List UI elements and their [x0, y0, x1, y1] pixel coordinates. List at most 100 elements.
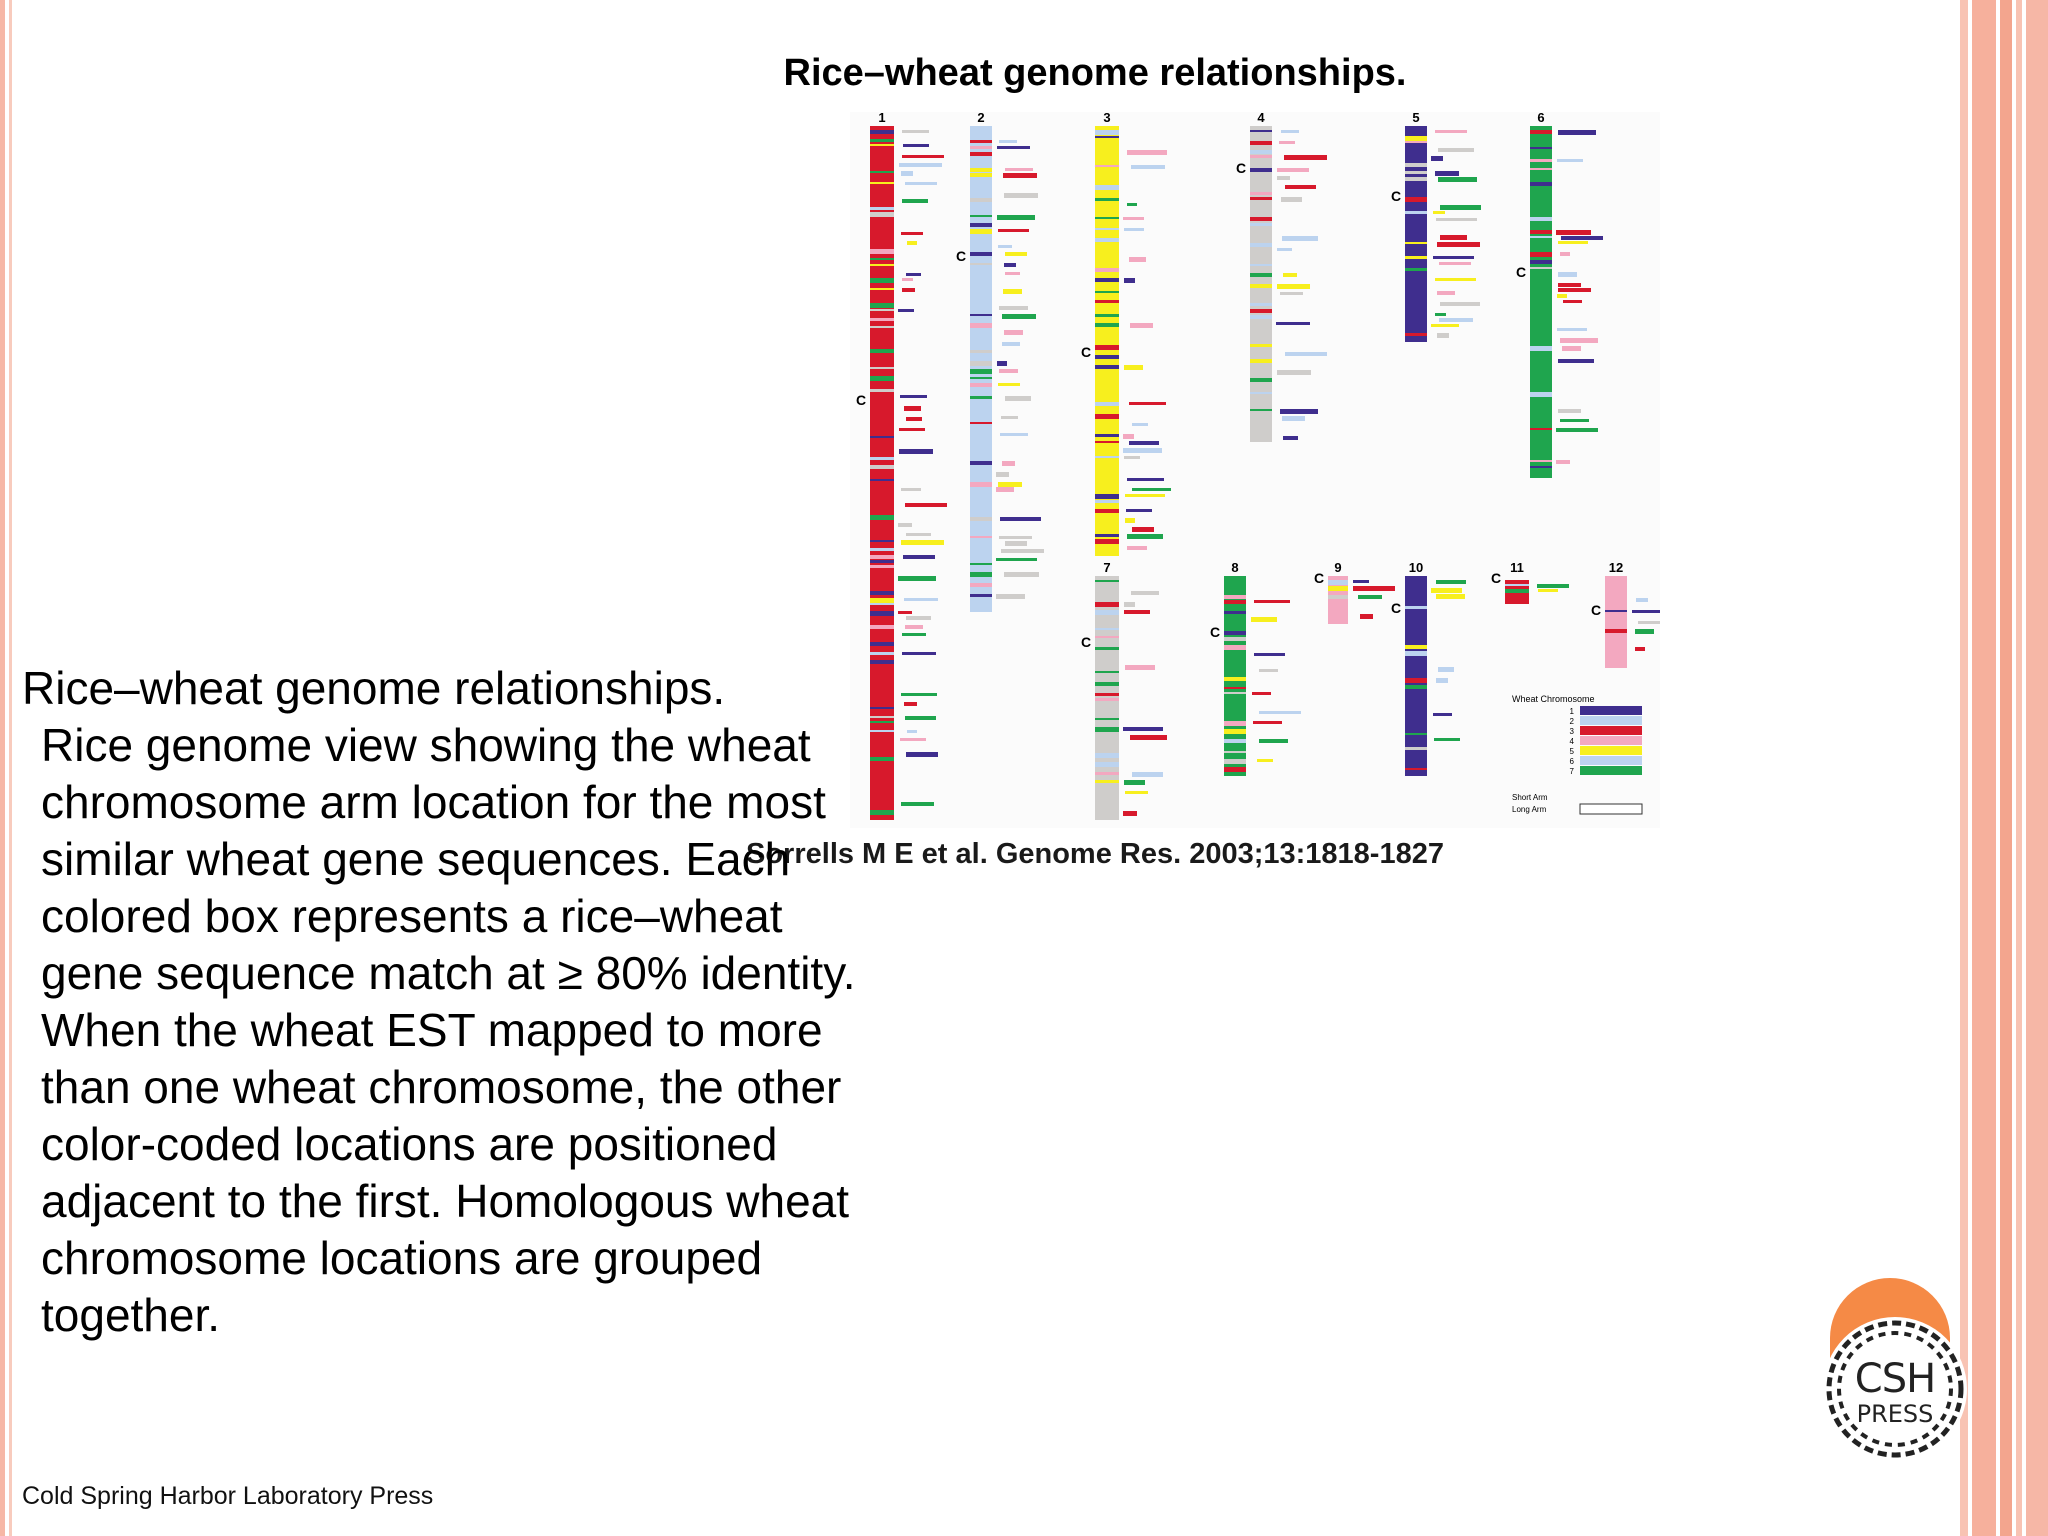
- match-box: [1257, 759, 1273, 762]
- match-band: [1224, 595, 1246, 599]
- match-box: [1281, 130, 1299, 133]
- match-band: [870, 190, 894, 192]
- chromosome-label: 3: [1103, 112, 1110, 125]
- figure-title: Rice–wheat genome relationships.: [783, 52, 1407, 94]
- legend-long-arm: Long Arm: [1512, 805, 1547, 814]
- match-band: [1250, 192, 1272, 195]
- match-band: [1224, 631, 1246, 635]
- match-box: [1280, 409, 1318, 414]
- match-box: [1005, 272, 1020, 275]
- rice-chromosome-1: 1C: [856, 112, 947, 820]
- right-border-stripe: [2026, 0, 2048, 1536]
- match-band: [970, 263, 992, 265]
- match-box: [1005, 396, 1031, 401]
- legend-long-arm-swatch: [1579, 803, 1643, 815]
- match-box: [1252, 692, 1271, 695]
- match-band: [1095, 693, 1119, 696]
- match-band: [1095, 185, 1119, 190]
- match-band: [870, 465, 894, 469]
- match-band: [870, 565, 894, 568]
- match-band: [870, 515, 894, 520]
- centromere-marker: C: [1516, 264, 1526, 280]
- match-box: [1132, 488, 1171, 491]
- match-band: [1328, 580, 1348, 585]
- match-box: [1438, 177, 1477, 182]
- chromosome-body: [1224, 576, 1246, 776]
- match-box: [996, 472, 1009, 477]
- match-band: [1250, 243, 1272, 247]
- match-band: [1605, 610, 1627, 612]
- left-border-stripe: [0, 0, 5, 1536]
- match-band: [1250, 130, 1272, 132]
- match-band: [970, 140, 992, 143]
- match-box: [1123, 727, 1163, 731]
- chromosome-label: 5: [1412, 112, 1419, 125]
- match-box: [1123, 448, 1162, 453]
- match-box: [999, 536, 1032, 539]
- legend-label: 1: [1570, 707, 1575, 716]
- match-box: [1560, 419, 1589, 422]
- match-box: [1129, 402, 1166, 405]
- match-box: [1123, 434, 1134, 439]
- match-band: [1095, 718, 1119, 720]
- match-band: [970, 223, 992, 227]
- match-box: [1124, 456, 1140, 459]
- match-band: [1530, 159, 1552, 162]
- match-band: [1405, 163, 1427, 167]
- match-band: [870, 144, 894, 146]
- chromosome-label: 6: [1537, 112, 1544, 125]
- match-band: [1250, 409, 1272, 411]
- match-band: [870, 642, 894, 646]
- match-band: [1405, 768, 1427, 770]
- match-box: [1439, 318, 1473, 322]
- legend-label: 6: [1570, 757, 1575, 766]
- match-band: [970, 604, 992, 607]
- match-band: [1095, 217, 1119, 219]
- match-box: [1284, 155, 1327, 160]
- match-band: [870, 139, 894, 142]
- match-box: [1433, 256, 1474, 259]
- match-box: [1125, 518, 1135, 523]
- match-band: [1224, 645, 1246, 650]
- match-box: [1002, 342, 1020, 346]
- match-band: [870, 349, 894, 353]
- match-box: [1125, 665, 1155, 670]
- match-box: [1437, 333, 1449, 338]
- match-box: [1004, 572, 1039, 577]
- match-band: [1095, 628, 1119, 630]
- match-box: [899, 428, 925, 431]
- match-box: [1282, 236, 1318, 241]
- match-band: [1095, 727, 1119, 732]
- match-box: [900, 395, 927, 398]
- match-band: [970, 461, 992, 465]
- match-band: [1095, 291, 1119, 293]
- match-box: [905, 182, 937, 185]
- match-box: [1437, 291, 1455, 295]
- match-band: [870, 721, 894, 723]
- match-band: [970, 583, 992, 587]
- match-box: [1130, 323, 1153, 328]
- rice-chromosome-3: 3C: [1081, 112, 1171, 556]
- match-band: [870, 591, 894, 595]
- match-band: [870, 318, 894, 321]
- match-band: [970, 594, 992, 597]
- match-band: [1530, 294, 1552, 299]
- match-band: [1095, 314, 1119, 317]
- match-box: [1556, 230, 1591, 235]
- match-band: [870, 684, 894, 687]
- rice-chromosome-5: 5C: [1391, 112, 1481, 342]
- legend-label: 2: [1570, 717, 1575, 726]
- chromosome-label: 9: [1334, 560, 1341, 575]
- match-box: [1124, 610, 1150, 614]
- match-box: [997, 361, 1007, 366]
- match-box: [1538, 589, 1558, 592]
- legend-swatch: [1580, 726, 1642, 735]
- match-box: [1440, 302, 1480, 306]
- match-box: [903, 555, 935, 559]
- match-band: [870, 326, 894, 328]
- match-box: [1435, 171, 1459, 176]
- match-box: [1558, 130, 1596, 135]
- match-band: [1095, 509, 1119, 513]
- match-box: [1358, 595, 1382, 599]
